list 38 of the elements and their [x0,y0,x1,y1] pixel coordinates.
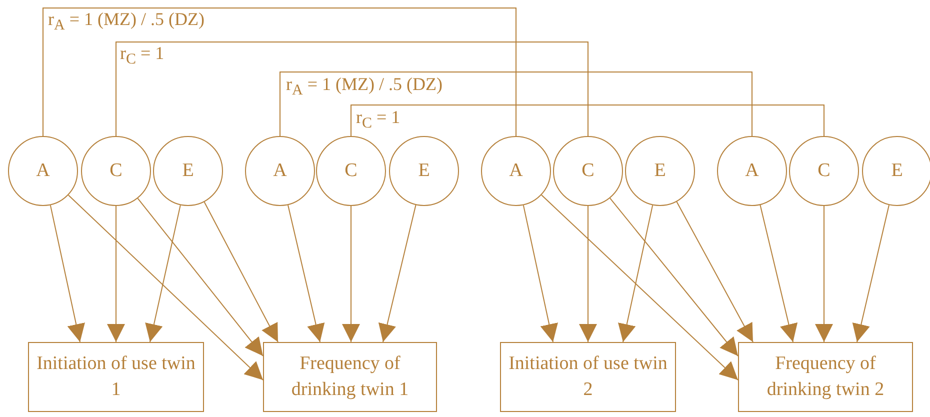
factor-circle: C [789,136,859,206]
arrow [815,206,833,342]
factor-circle: C [81,136,151,206]
arrow [342,206,360,342]
arrow [760,204,798,342]
arrow [137,198,264,356]
correlation-line [350,104,824,136]
arrow [50,204,85,342]
arrow [145,204,181,342]
arrow [579,206,597,342]
factor-circle: E [389,136,459,206]
arrow [288,204,325,342]
factor-circle: A [717,136,787,206]
factor-circle: E [625,136,695,206]
factor-circle: A [481,136,551,206]
arrow [68,194,264,380]
correlation-line [42,8,516,136]
variable-box: Initiation of use twin 1 [28,342,204,412]
correlation-line [116,42,588,136]
variable-box: Initiation of use twin 2 [500,342,676,412]
factor-circle: A [8,136,78,206]
factor-circle: C [553,136,623,206]
factor-circle: A [245,136,315,206]
factor-circle: C [316,136,386,206]
arrow [618,204,654,342]
arrow [204,202,278,342]
arrow [522,204,558,342]
arrow [378,204,416,342]
arrow [610,198,738,356]
arrow [676,201,754,342]
factor-circle: E [862,136,930,206]
variable-box: Frequency of drinking twin 1 [263,342,437,412]
factor-circle: E [153,136,223,206]
arrow [852,204,890,342]
variable-box: Frequency of drinking twin 2 [738,342,913,412]
correlation-line [280,72,752,136]
arrow [107,206,125,342]
arrow [541,194,738,380]
